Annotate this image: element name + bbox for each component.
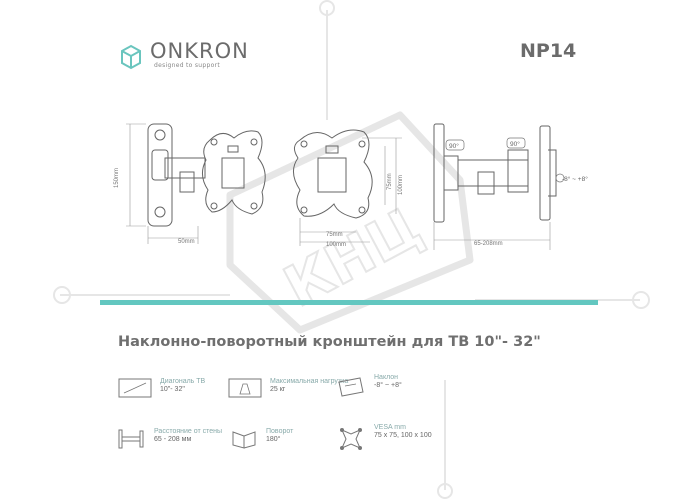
swivel-left-marker: 90° — [445, 139, 465, 151]
tilt-marker: -8° ~ +8° — [555, 173, 588, 183]
onkron-logo-icon — [121, 44, 141, 70]
swivel-right-marker: 90° — [506, 137, 526, 149]
spec-value: 65 - 208 мм — [154, 436, 192, 443]
vesa-plate-front — [202, 130, 266, 215]
accent-divider — [100, 300, 598, 305]
wall-offset-dim: 50mm — [178, 239, 195, 245]
vesa-large-height-dim: 100mm — [398, 175, 404, 195]
svg-text:90°: 90° — [510, 140, 520, 148]
brand-tagline: designed to support — [154, 62, 220, 69]
model-number: NP14 — [520, 40, 577, 62]
tv-diagonal-icon — [118, 378, 152, 398]
mount-side-view — [433, 123, 557, 250]
spec-label: Расстояние от стены — [154, 428, 223, 435]
max-load-icon — [228, 378, 262, 398]
wall-distance-icon — [118, 429, 144, 449]
spec-label: VESA mm — [374, 424, 406, 431]
product-title: Наклонно-поворотный кронштейн для ТВ 10"… — [118, 334, 541, 350]
spec-label: Поворот — [266, 428, 294, 435]
svg-text:-8° ~ +8°: -8° ~ +8° — [562, 175, 588, 183]
spec-value: 10"- 32" — [160, 386, 185, 393]
mount-front-view — [126, 123, 206, 244]
vesa-small-width-dim: 75mm — [326, 232, 343, 238]
brand-name: ONKRON — [150, 39, 249, 63]
vesa-large-width-dim: 100mm — [326, 242, 346, 248]
spec-value: 25 кг — [270, 386, 286, 393]
spec-label: Наклон — [374, 374, 399, 381]
height-dim: 150mm — [114, 168, 120, 188]
spec-value: 180° — [266, 436, 281, 443]
svg-text:90°: 90° — [449, 142, 459, 150]
vesa-plate-dimensioned — [293, 129, 402, 246]
vesa-small-height-dim: 75mm — [387, 173, 393, 190]
spec-value: 75 x 75, 100 x 100 — [374, 432, 432, 439]
tilt-icon — [338, 377, 364, 397]
extension-dim: 65-208mm — [474, 241, 503, 247]
brand-logo: ONKRON designed to support — [118, 40, 249, 70]
swivel-icon — [232, 431, 256, 449]
spec-tilt: Наклон-8° ~ +8° — [336, 374, 402, 400]
vesa-icon — [340, 428, 362, 450]
spec-value: -8° ~ +8° — [374, 382, 402, 389]
spec-label: Диагональ ТВ — [160, 378, 206, 385]
spec-label: Максимальная нагрузка — [270, 378, 349, 385]
